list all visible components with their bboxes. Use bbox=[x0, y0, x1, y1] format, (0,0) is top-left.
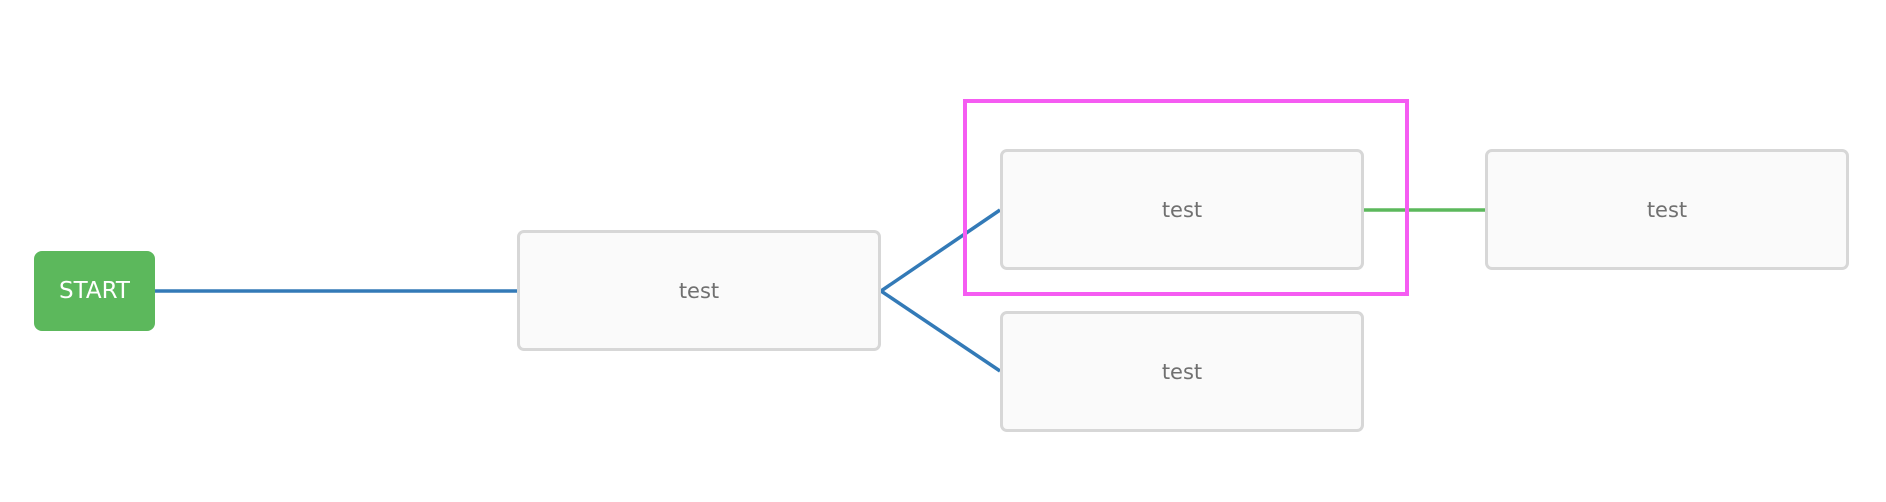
start-label: START bbox=[59, 278, 130, 304]
link-node-a-to-node-c[interactable] bbox=[880, 289, 1001, 373]
node-label: test bbox=[678, 278, 720, 303]
workflow-node[interactable]: test bbox=[517, 230, 881, 351]
workflow-node[interactable]: test bbox=[1000, 311, 1364, 432]
link-node-a-to-node-b[interactable] bbox=[880, 208, 1001, 293]
workflow-node[interactable]: test bbox=[1485, 149, 1849, 270]
node-label: test bbox=[1646, 197, 1688, 222]
node-label: test bbox=[1161, 359, 1203, 384]
start-node[interactable]: START bbox=[34, 251, 155, 331]
workflow-node-selected[interactable]: test bbox=[1000, 149, 1364, 270]
node-label: test bbox=[1161, 197, 1203, 222]
